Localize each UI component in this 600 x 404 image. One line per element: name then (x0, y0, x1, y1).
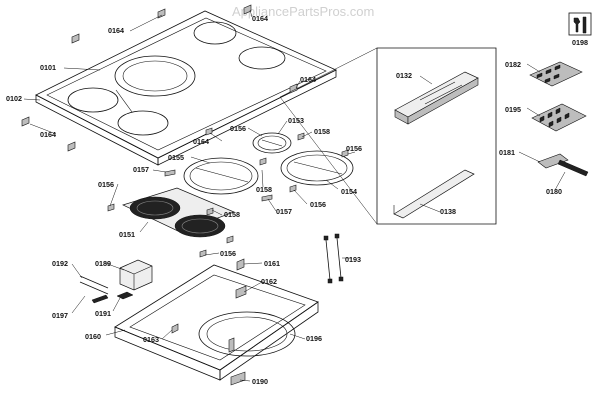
label-0161: 0161 (264, 259, 280, 268)
label-0164-right: 0164 (300, 75, 316, 84)
burner-elements (122, 132, 354, 238)
label-0156-top: 0156 (230, 124, 246, 133)
wire-harness (323, 233, 344, 284)
bottom-pan (114, 258, 319, 386)
label-0160: 0160 (85, 332, 101, 341)
label-0156-right: 0156 (346, 144, 362, 153)
watermark: AppliancePartsPros.com (232, 4, 374, 19)
label-0197: 0197 (52, 311, 68, 320)
label-0157-mid: 0157 (276, 207, 292, 216)
label-0181: 0181 (499, 148, 515, 157)
label-0162: 0162 (261, 277, 277, 286)
label-0189: 0189 (95, 259, 111, 268)
element-clips (107, 127, 349, 258)
detail-box (279, 47, 497, 225)
label-0164-left: 0164 (40, 130, 56, 139)
label-0198: 0198 (572, 38, 588, 47)
label-0157-left: 0157 (133, 165, 149, 174)
label-0164-topright: 0164 (252, 14, 268, 23)
label-0182: 0182 (505, 60, 521, 69)
leader-lines (23, 9, 566, 382)
glass-cooktop (35, 10, 337, 166)
label-0154: 0154 (341, 187, 357, 196)
label-0155: 0155 (168, 153, 184, 162)
label-0164-top: 0164 (108, 26, 124, 35)
label-0191: 0191 (95, 309, 111, 318)
right-parts (529, 61, 589, 177)
label-0190: 0190 (252, 377, 268, 386)
label-0164-mid: 0164 (193, 137, 209, 146)
label-0163: 0163 (143, 335, 159, 344)
label-0102: 0102 (6, 94, 22, 103)
terminal-block-parts (79, 259, 153, 304)
label-0192: 0192 (52, 259, 68, 268)
label-0156-midright: 0156 (310, 200, 326, 209)
label-0101: 0101 (40, 63, 56, 72)
tool-icon (568, 12, 592, 36)
label-0132: 0132 (396, 71, 412, 80)
label-0151: 0151 (119, 230, 135, 239)
label-0156-low: 0156 (220, 249, 236, 258)
label-0158-low: 0158 (224, 210, 240, 219)
label-0156-left: 0156 (98, 180, 114, 189)
label-0158-top: 0158 (314, 127, 330, 136)
label-0153: 0153 (288, 116, 304, 125)
label-0196: 0196 (306, 334, 322, 343)
label-0180: 0180 (546, 187, 562, 196)
part-labels: 0198 0164 0164 0101 0102 0164 0164 0132 … (6, 14, 588, 386)
label-0158-mid: 0158 (256, 185, 272, 194)
label-0195: 0195 (505, 105, 521, 114)
label-0138: 0138 (440, 207, 456, 216)
label-0193: 0193 (345, 255, 361, 264)
glass-clips (21, 4, 298, 152)
